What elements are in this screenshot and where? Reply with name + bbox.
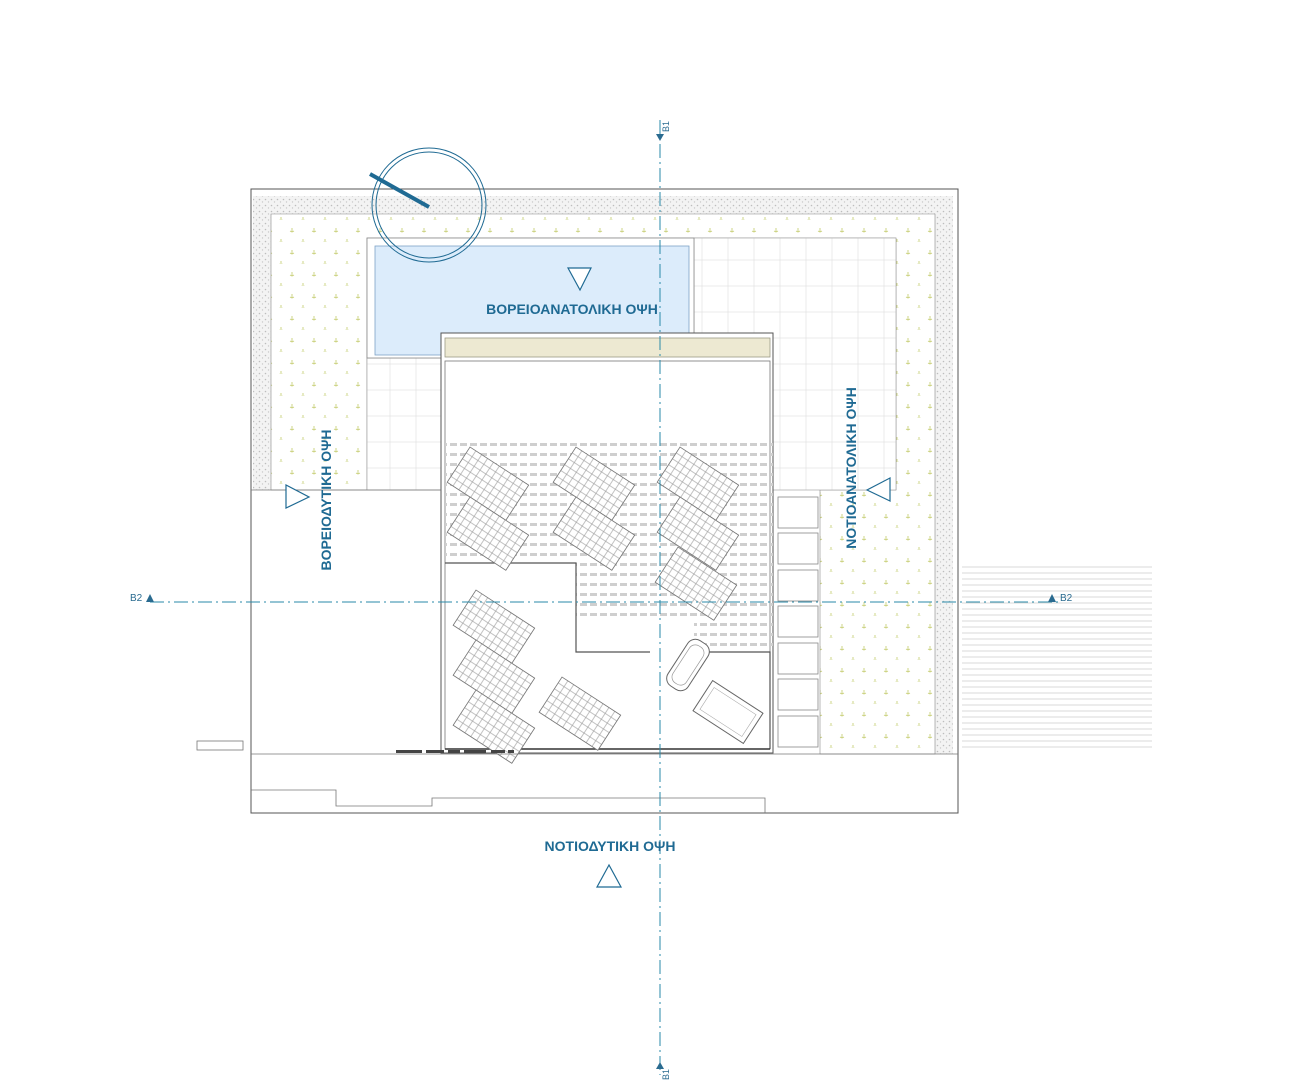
solar-panel (552, 496, 636, 571)
solar-panel (452, 689, 536, 764)
gravel-strip-top (253, 196, 953, 214)
stepping-stones (777, 496, 819, 748)
label-southwest-elevation: ΝΟΤΙΟΔΥΤΙΚΗ ΟΨΗ (545, 838, 676, 854)
solar-panel (538, 676, 622, 751)
tiled-terrace-left (366, 357, 442, 491)
label-northeast-elevation: ΒΟΡΕΙΟΑΝΑΤΟΛΙΚΗ ΟΨΗ (486, 301, 658, 317)
section-marker-b2-left (146, 594, 154, 602)
solar-panel (656, 496, 740, 571)
site-boundary (250, 188, 959, 814)
gravel-strip-right (935, 196, 953, 754)
elevation-marker-southeast (865, 477, 891, 502)
pergola-beam (444, 337, 771, 358)
section-label-b1-top: B1 (661, 121, 671, 132)
section-label-b1-bottom: B1 (661, 1069, 671, 1080)
solar-panel (654, 546, 738, 621)
elevation-marker-northeast (566, 267, 592, 292)
roof-partition-2 (694, 651, 771, 749)
section-marker-b1-top (656, 134, 664, 141)
north-arrow (369, 147, 487, 263)
section-label-b2-right: B2 (1060, 593, 1073, 604)
solar-panel (446, 496, 530, 571)
label-northwest-elevation: ΒΟΡΕΙΟΔΥΤΙΚΗ ΟΨΗ (318, 429, 334, 570)
gravel-strip-left (253, 196, 271, 490)
label-southeast-elevation: ΝΟΤΙΟΑΝΑΤΟΛΙΚΗ ΟΨΗ (843, 387, 859, 549)
hot-tub (666, 638, 710, 692)
site-step (196, 740, 244, 751)
decking-right (962, 563, 1152, 751)
site-step-edge (251, 789, 766, 813)
elevation-marker-southwest (595, 863, 623, 888)
roof-drain-marks (396, 750, 514, 753)
sun-lounger (692, 679, 764, 745)
section-label-b2-left: B2 (130, 593, 143, 604)
elevation-marker-northwest (285, 484, 311, 509)
solar-panels (446, 446, 740, 764)
section-marker-b2-right (1048, 594, 1056, 602)
section-marker-b1-bottom (656, 1062, 664, 1069)
